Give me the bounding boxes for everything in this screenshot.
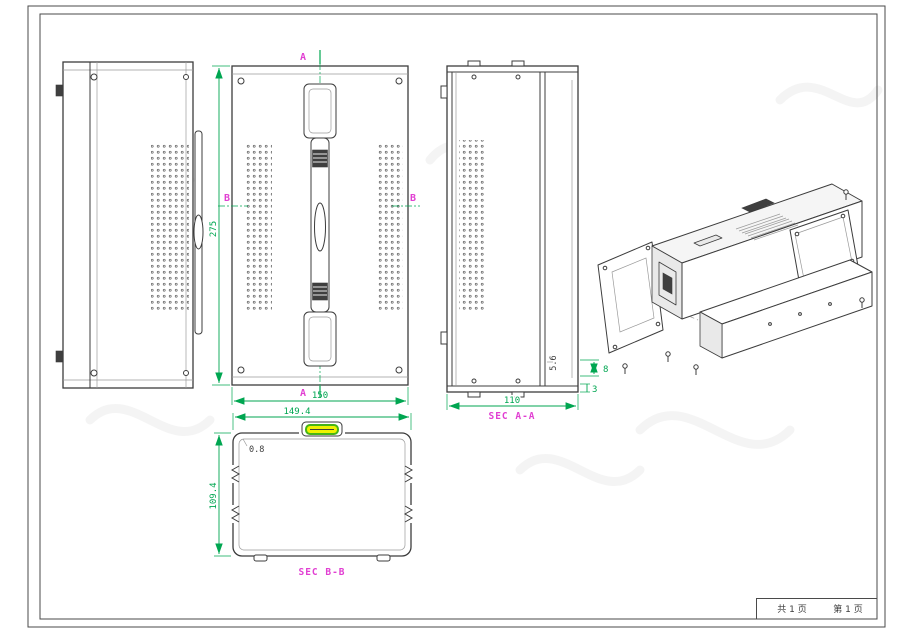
iso-top-latch: [741, 198, 775, 213]
dim-275: 275: [208, 65, 230, 386]
screw-holes: [471, 74, 521, 384]
dim-thickness-label: 0.8: [249, 445, 264, 455]
view-left-side: [55, 61, 204, 389]
sec-bb-inner-wall: [238, 438, 406, 551]
handle-cutout: [314, 202, 326, 252]
handle-bottom-pad: [303, 311, 337, 367]
sec-bb-title: SEC B-B: [298, 567, 345, 578]
iso-main-body: [651, 183, 863, 320]
view-section-aa: 5.6 110 8 3 SEC A-A: [440, 60, 610, 422]
view-isometric: [597, 183, 873, 375]
footer-page-number: 第 1 页: [833, 603, 862, 615]
view-section-bb: 149.4 109.4 0.8 SEC B-B: [208, 406, 415, 578]
vent-hole-array-left: [246, 144, 272, 310]
bottom-feet: [253, 554, 391, 562]
iso-front-panel: [597, 241, 664, 354]
dim-275-label: 275: [209, 221, 219, 237]
iso-connector-recess: [658, 261, 677, 306]
handle-side-profile: [193, 130, 204, 335]
dim-149: 149.4: [232, 406, 412, 430]
dim-3-label: 3: [592, 385, 597, 395]
outer-border: [27, 5, 886, 628]
iso-screws: [622, 189, 865, 375]
dim-109-label: 109.4: [209, 482, 219, 509]
iso-bottom-cover: [699, 259, 873, 359]
marker-a-bottom: A: [300, 388, 306, 399]
dim-thickness: 0.8: [242, 438, 266, 457]
vent-hole-array-right: [377, 144, 403, 310]
latch-assembly: [299, 421, 345, 437]
side-notches: [229, 465, 415, 523]
handle-top-pad: [303, 83, 337, 139]
sheet-frame: [27, 5, 886, 628]
dim-8-label: 8: [603, 365, 608, 375]
marker-a-top: A: [300, 52, 306, 63]
iso-top-detail: [693, 234, 723, 247]
marker-b-right: B: [410, 193, 416, 204]
iso-top-vents: [735, 213, 799, 241]
dim-110-label: 110: [504, 396, 520, 406]
inner-border: [39, 13, 878, 620]
dim-109: 109.4: [208, 432, 231, 557]
clip-hooks: [440, 60, 525, 398]
footer-total-pages: 共 1 页: [777, 604, 806, 615]
handle-grip-lower: [312, 282, 328, 301]
dim-8: 8: [580, 359, 610, 377]
marker-b-left: B: [224, 193, 230, 204]
dim-110: 110: [446, 394, 579, 410]
sec-aa-title: SEC A-A: [488, 411, 535, 422]
view-front: 275 150 A A B B: [208, 50, 420, 405]
vent-hole-array: [459, 140, 486, 310]
dim-wall-label: 5.6: [549, 355, 559, 370]
dim-3: 3: [580, 384, 599, 397]
handle-front: [303, 83, 337, 367]
screw-holes: [90, 73, 189, 377]
handle-grip-upper: [312, 149, 328, 168]
dim-149-label: 149.4: [283, 407, 310, 417]
vent-hole-array: [151, 142, 189, 312]
mount-tabs: [55, 84, 64, 363]
section-markers: A A B B: [224, 50, 416, 399]
corner-screws: [237, 77, 403, 374]
title-block: 共 1 页 第 1 页: [756, 598, 877, 619]
